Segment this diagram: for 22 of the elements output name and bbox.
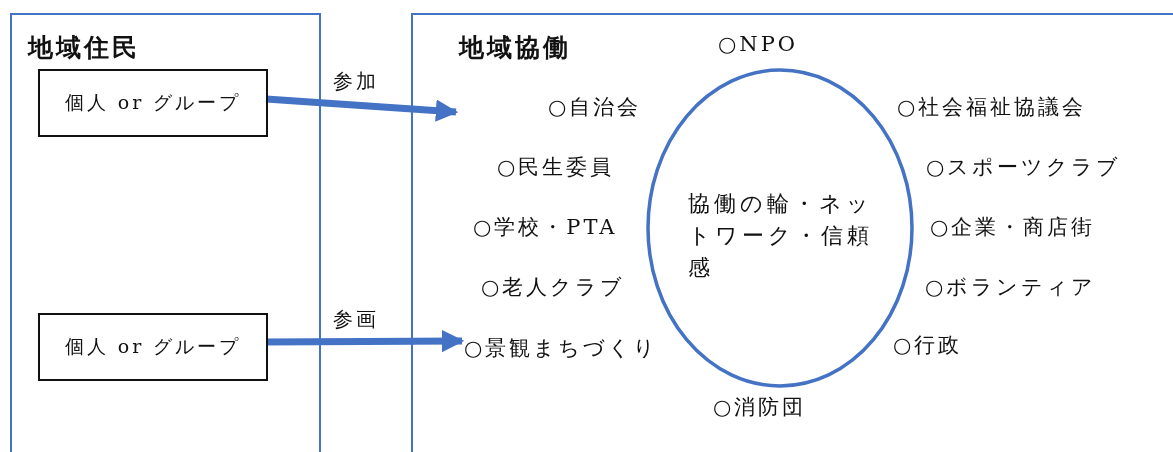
arrow [265, 329, 465, 353]
ellipse-text: 協働の輪・ネットワーク・信頼感 [688, 190, 874, 282]
list-item: ○企業・商店街 [930, 214, 1096, 241]
list-item: ○NPO [718, 32, 799, 56]
list-item: ○民生委員 [497, 154, 615, 181]
process-box: 個人 or グループ [38, 69, 268, 137]
list-item: ○スポーツクラブ [926, 154, 1122, 181]
list-item: ○学校・PTA [473, 214, 618, 241]
process-box: 個人 or グループ [38, 313, 268, 381]
panel-heading: 地域住民 [28, 32, 140, 64]
list-item: ○ボランティア [925, 274, 1097, 301]
list-item: ○行政 [893, 332, 963, 359]
panel [10, 13, 321, 452]
panel [411, 13, 1173, 452]
list-item: ○景観まちづくり [464, 335, 659, 362]
arrow [265, 95, 459, 122]
list-item: ○消防団 [713, 394, 807, 421]
list-item: ○老人クラブ [481, 274, 626, 301]
list-item: ○自治会 [548, 94, 642, 121]
edge-label: 参画 [333, 306, 379, 333]
list-item: ○社会福祉協議会 [897, 94, 1087, 121]
panel-heading: 地域協働 [459, 32, 571, 64]
